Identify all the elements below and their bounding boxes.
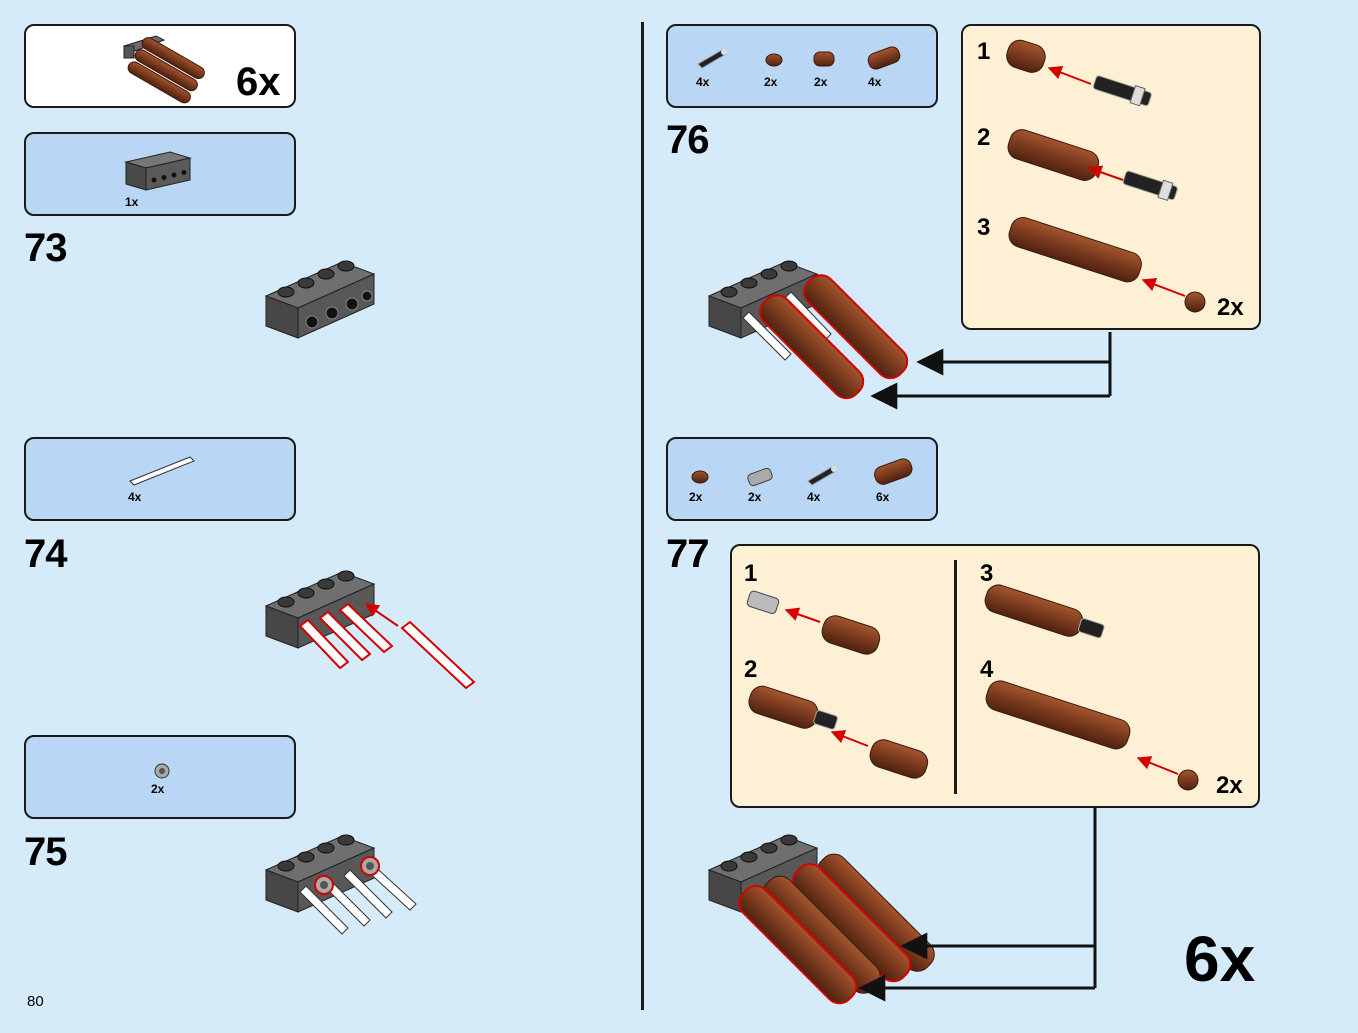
callout-multiplier: 2x [1217,294,1244,321]
part-qty: 2x [151,782,165,796]
step-number-75: 75 [24,830,67,874]
parts-list-73: 1x [24,132,296,216]
callout-divider [954,560,957,794]
callout-substep-number: 1 [744,560,758,587]
round-brick-brown-small-icon [813,51,835,67]
callout-substep-number: 3 [977,214,991,241]
callout-76-diagram [1006,39,1206,313]
step-77-assembly [707,808,1097,1005]
step-74-assembly [264,570,476,690]
part-qty: 2x [689,490,703,504]
submodel-preview-icon [122,35,205,104]
axle-white-icon [129,456,195,486]
parts-list-74: 4x [24,437,296,521]
step-77-multiplier: 6x [1184,923,1256,995]
part-qty: 1x [125,195,139,209]
part-qty: 4x [868,75,882,89]
part-qty: 4x [807,490,821,504]
submodel-box: 6x [24,24,296,108]
part-qty: 4x [696,75,710,89]
round-plate-brown-icon [765,53,783,67]
bush-gray-icon [154,763,170,779]
round-plate-brown-icon [691,470,709,484]
step-73-assembly [264,260,376,339]
part-qty: 2x [764,75,778,89]
step-number-77: 77 [666,532,709,576]
axle-pin-black-icon [807,466,837,486]
column-divider [641,22,644,1010]
part-qty: 2x [814,75,828,89]
callout-76: 1 2 3 2x [961,24,1261,330]
callout-substep-number: 4 [980,656,994,683]
callout-substep-number: 3 [980,560,994,587]
step-number-73: 73 [24,226,67,270]
callout-77-diagram [746,584,1199,791]
axle-pin-black-icon [697,49,727,69]
step-76-assembly [707,260,1112,410]
callout-substep-number: 1 [977,38,991,65]
cylinder-brown-icon [874,458,913,485]
part-qty: 4x [128,490,142,504]
submodel-multiplier: 6x [236,60,281,104]
brick-1x4-with-holes-icon [124,151,192,191]
step-number-74: 74 [24,532,67,576]
parts-list-76: 4x 2x 2x 4x [666,24,938,108]
callout-substep-number: 2 [744,656,758,683]
step-number-76: 76 [666,118,709,162]
parts-list-77: 2x 2x 4x 6x [666,437,938,521]
part-qty: 6x [876,490,890,504]
callout-substep-number: 2 [977,124,991,151]
callout-77: 1 2 3 4 2x [730,544,1260,808]
pin-gray-icon [747,467,773,487]
step-75-assembly [264,834,417,935]
parts-list-75: 2x [24,735,296,819]
cylinder-brown-icon [867,46,901,70]
part-qty: 2x [748,490,762,504]
callout-multiplier: 2x [1216,772,1243,799]
page-number: 80 [27,993,44,1010]
